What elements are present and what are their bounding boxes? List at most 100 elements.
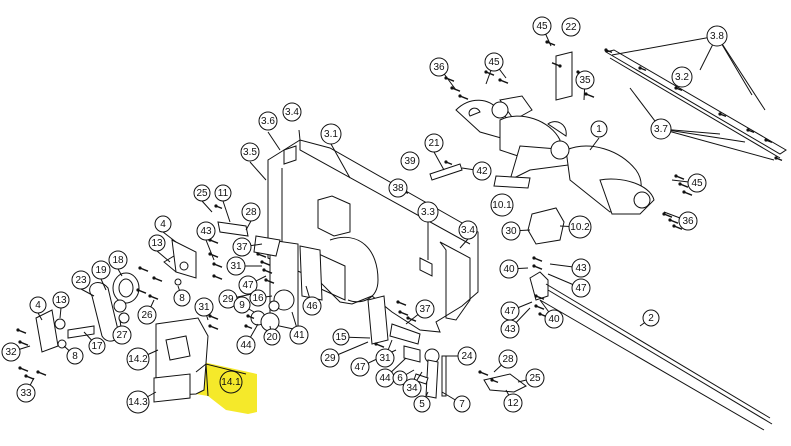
- callout-circle: [126, 347, 150, 371]
- bolt-head-icon: [498, 78, 502, 82]
- callout-circle: [194, 297, 214, 317]
- callout-circle: [415, 299, 435, 319]
- callout-27: 27: [112, 325, 132, 345]
- callout-circle: [544, 309, 564, 329]
- leader-line: [37, 312, 43, 321]
- callout-44-left: 44: [236, 335, 256, 355]
- leader-line: [201, 200, 213, 213]
- callout-label: 3.8: [710, 31, 724, 42]
- bolt-head-icon: [672, 224, 676, 228]
- callout-24: 24: [457, 346, 477, 366]
- callout-label: 35: [579, 75, 591, 86]
- callout-circle: [240, 142, 260, 162]
- leader-line: [298, 129, 301, 141]
- bolt-head-icon: [478, 370, 482, 374]
- callout-circle: [525, 368, 545, 388]
- callout-4-top: 4: [154, 215, 172, 233]
- callout-label: 17: [91, 341, 103, 352]
- bolt-head-icon: [638, 66, 642, 70]
- bolt-head-icon: [604, 48, 608, 52]
- part-21-strip: [429, 163, 463, 181]
- callout-circle: [571, 278, 591, 298]
- callout-label: 10.1: [492, 200, 512, 211]
- bolt-head-icon: [532, 264, 536, 268]
- callout-circle: [571, 258, 591, 278]
- callout-circle: [568, 215, 592, 239]
- bolt-head-icon: [262, 268, 266, 272]
- callout-circle: [388, 178, 408, 198]
- callout-label: 22: [565, 22, 577, 33]
- leader-line: [459, 238, 469, 249]
- callout-label: 38: [392, 183, 404, 194]
- bolt-head-icon: [532, 256, 536, 260]
- callout-43-top: 43: [196, 221, 216, 241]
- callout-circle: [332, 328, 350, 346]
- callout-25-top: 25: [193, 184, 211, 202]
- callout-circle: [458, 220, 478, 240]
- leader-line: [117, 268, 123, 277]
- callout-circle: [88, 337, 106, 355]
- callout-label: 3.1: [324, 129, 338, 140]
- callout-label: 7: [459, 399, 465, 410]
- leader-line: [205, 239, 215, 261]
- callout-circle: [148, 234, 166, 252]
- callout-40-top: 40: [499, 259, 519, 279]
- callout-label: 27: [116, 330, 128, 341]
- callout-9: 9: [233, 296, 251, 314]
- bolt-head-icon: [746, 128, 750, 132]
- callout-25-bot: 25: [525, 368, 545, 388]
- callout-45-top: 45: [532, 16, 552, 36]
- leader-line: [156, 250, 171, 263]
- bolt-head-icon: [678, 182, 682, 186]
- callout-35: 35: [575, 70, 595, 90]
- callout-label: 18: [112, 255, 124, 266]
- leader-line: [245, 220, 252, 231]
- bolt-head-icon: [668, 218, 672, 222]
- callout-label: 36: [433, 62, 445, 73]
- callout-37-top: 37: [232, 237, 252, 257]
- callout-label: 8: [72, 351, 78, 362]
- callout-label: 14.1: [221, 377, 241, 388]
- callout-47-top: 47: [238, 275, 258, 295]
- callout-label: 29: [222, 294, 234, 305]
- bolt-head-icon: [558, 64, 562, 68]
- callout-label: 4: [35, 300, 41, 311]
- callout-label: 40: [548, 314, 560, 325]
- callout-label: 36: [682, 216, 694, 227]
- callout-circle: [112, 325, 132, 345]
- bolt-head-icon: [534, 304, 538, 308]
- bolt-head-icon: [260, 260, 264, 264]
- leader-line: [433, 151, 445, 171]
- callout-label: 2: [648, 313, 654, 324]
- callout-circle: [671, 66, 693, 88]
- callout-17: 17: [88, 337, 106, 355]
- callout-label: 13: [151, 238, 163, 249]
- callout-circle: [29, 296, 47, 314]
- callout-label: 29: [324, 353, 336, 364]
- bolt-head-icon: [718, 112, 722, 116]
- callout-circle: [16, 383, 36, 403]
- callout-circle: [400, 151, 420, 171]
- leader-line: [589, 137, 600, 151]
- callout-circle: [226, 256, 246, 276]
- callout-label: 45: [536, 21, 548, 32]
- callout-3-7: 3.7: [650, 118, 672, 140]
- bolt-head-icon: [256, 252, 260, 256]
- leader-line: [162, 231, 177, 243]
- callout-3-5: 3.5: [240, 142, 260, 162]
- callout-circle: [232, 237, 252, 257]
- bolt-head-icon: [18, 340, 22, 344]
- callout-label: 47: [575, 283, 587, 294]
- callout-circle: [71, 270, 91, 290]
- callout-label: 20: [266, 332, 278, 343]
- bolt-head-icon: [208, 252, 212, 256]
- callout-2: 2: [642, 309, 660, 327]
- part-12-bracket: [483, 373, 527, 393]
- bolt-head-icon: [444, 160, 448, 164]
- callout-label: 10.2: [570, 222, 590, 233]
- callout-circle: [137, 305, 157, 325]
- bolt-head-icon: [538, 312, 542, 316]
- callout-circle: [500, 319, 520, 339]
- auger-assembly: [455, 95, 655, 215]
